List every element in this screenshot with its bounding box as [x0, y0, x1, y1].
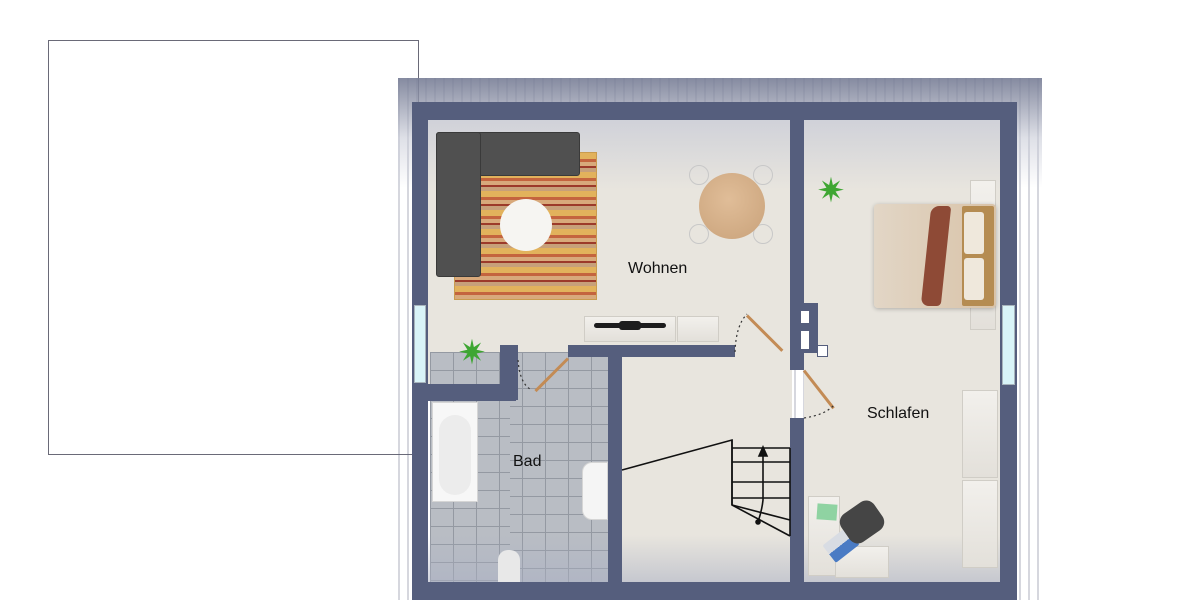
schlafen-slope-shade: [804, 120, 1000, 190]
door-swing-schlafen: [803, 404, 835, 419]
adjacent-area-outline-bottom: [48, 454, 414, 455]
wall-bad-hall: [608, 345, 622, 598]
dining-chair-3: [689, 224, 709, 244]
dining-chair-4: [753, 224, 773, 244]
wall-bad-stub: [500, 345, 518, 400]
corner-sofa-side: [436, 132, 481, 277]
washbasin: [582, 462, 608, 520]
chimney-duct-3: [817, 345, 828, 357]
door-swing-bad: [517, 359, 533, 391]
sideboard-cabinet: [677, 316, 719, 342]
plant-icon-schlafen: ✷: [816, 172, 846, 210]
chimney-duct-2: [801, 331, 809, 349]
pillow-1: [964, 212, 984, 254]
chimney-duct-1: [801, 311, 809, 323]
bottom-slope-shade: [428, 535, 1000, 582]
staircase: [621, 438, 791, 537]
outer-wall-top: [412, 102, 1017, 120]
window-wohnen: [414, 305, 426, 383]
wall-hall-schlafen: [790, 418, 804, 598]
dining-chair-2: [753, 165, 773, 185]
room-label-schlafen: Schlafen: [867, 405, 930, 422]
tv-stand: [619, 321, 641, 330]
room-label-wohnen: Wohnen: [628, 260, 688, 277]
outer-wall-bottom: [412, 582, 1017, 600]
window-schlafen: [1002, 305, 1015, 385]
wall-bad-top-left: [412, 384, 516, 401]
bathtub-basin: [439, 415, 471, 495]
wardrobe-1: [962, 390, 998, 478]
door-swing-wohnen: [734, 313, 748, 353]
dining-chair-1: [689, 165, 709, 185]
toilet: [498, 550, 520, 582]
plant-icon-wohnen: ✷: [457, 334, 487, 372]
room-label-bad: Bad: [513, 453, 542, 470]
wardrobe-2: [962, 480, 998, 568]
coffee-table: [500, 199, 552, 251]
pillow-2: [964, 258, 984, 300]
dining-table: [699, 173, 765, 239]
